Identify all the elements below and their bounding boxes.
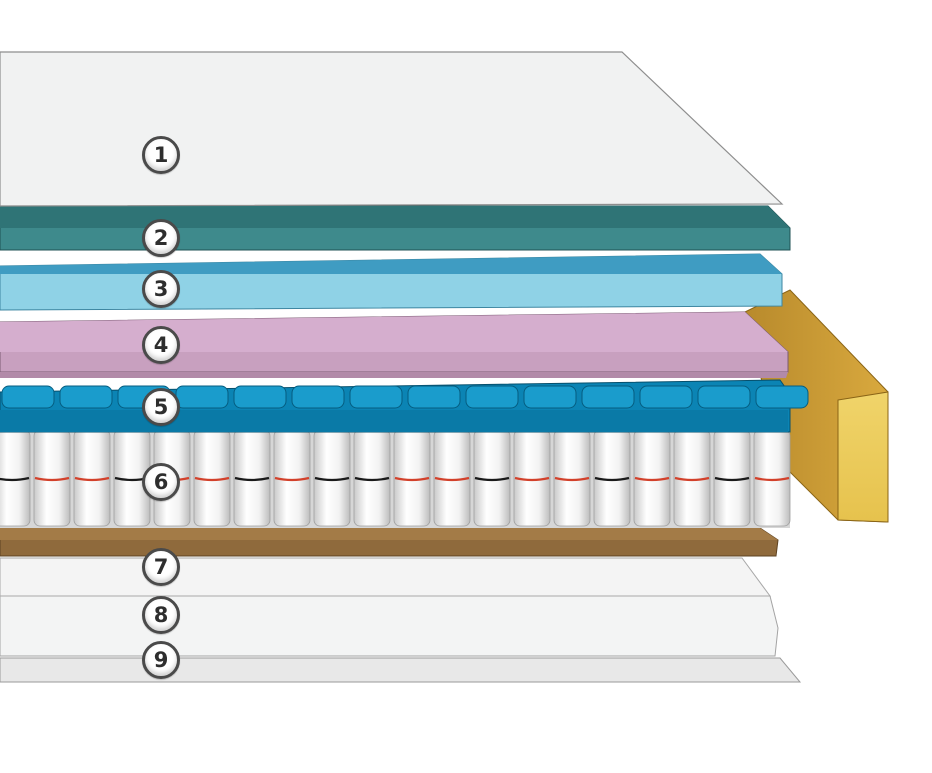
quilt-tuft	[407, 385, 461, 409]
layer-8	[0, 595, 779, 657]
pocket-coil	[473, 429, 511, 527]
layer-badge-9: 9	[142, 641, 180, 679]
quilt-tuft	[175, 385, 229, 409]
pocket-coil	[713, 429, 751, 527]
quilt-tuft	[581, 385, 635, 409]
pocket-coil	[273, 429, 311, 527]
quilt-tuft	[523, 385, 577, 409]
pocket-coil	[313, 429, 351, 527]
pocket-coil	[33, 429, 71, 527]
layer-badge-4: 4	[142, 326, 180, 364]
coil-base-pad	[0, 527, 779, 557]
quilt-tuft	[59, 385, 113, 409]
layer-badge-6: 6	[142, 463, 180, 501]
layer-badge-3: 3	[142, 270, 180, 308]
layer-9	[0, 657, 802, 683]
pocket-coil	[753, 429, 791, 527]
layer-badge-8: 8	[142, 596, 180, 634]
quilt-tuft	[755, 385, 809, 409]
pocket-coil	[0, 429, 31, 527]
pocket-coil	[673, 429, 711, 527]
layer-2	[0, 205, 791, 251]
pocket-coil	[513, 429, 551, 527]
pocket-coil	[393, 429, 431, 527]
quilt-tuft	[639, 385, 693, 409]
layer-1	[0, 51, 784, 207]
quilt-pattern	[1, 385, 809, 409]
pocket-coil	[593, 429, 631, 527]
layer-4	[0, 311, 789, 378]
layer-badge-1: 1	[142, 136, 180, 174]
pocket-coil	[193, 429, 231, 527]
pocket-coil	[73, 429, 111, 527]
layer-3	[0, 253, 783, 311]
pocket-coil	[433, 429, 471, 527]
layer-badge-2: 2	[142, 219, 180, 257]
quilt-tuft	[697, 385, 751, 409]
quilt-tuft	[291, 385, 345, 409]
layer-badge-5: 5	[142, 388, 180, 426]
layer-7	[0, 557, 771, 597]
quilt-tuft	[465, 385, 519, 409]
pocket-coil	[353, 429, 391, 527]
quilt-tuft	[233, 385, 287, 409]
pocket-coil	[553, 429, 591, 527]
layer-5	[0, 379, 809, 433]
pocket-coil	[633, 429, 671, 527]
layer-badge-7: 7	[142, 548, 180, 586]
layer-6-pocket-coils	[0, 428, 791, 528]
quilt-tuft	[1, 385, 55, 409]
pocket-coil	[233, 429, 271, 527]
quilt-tuft	[349, 385, 403, 409]
